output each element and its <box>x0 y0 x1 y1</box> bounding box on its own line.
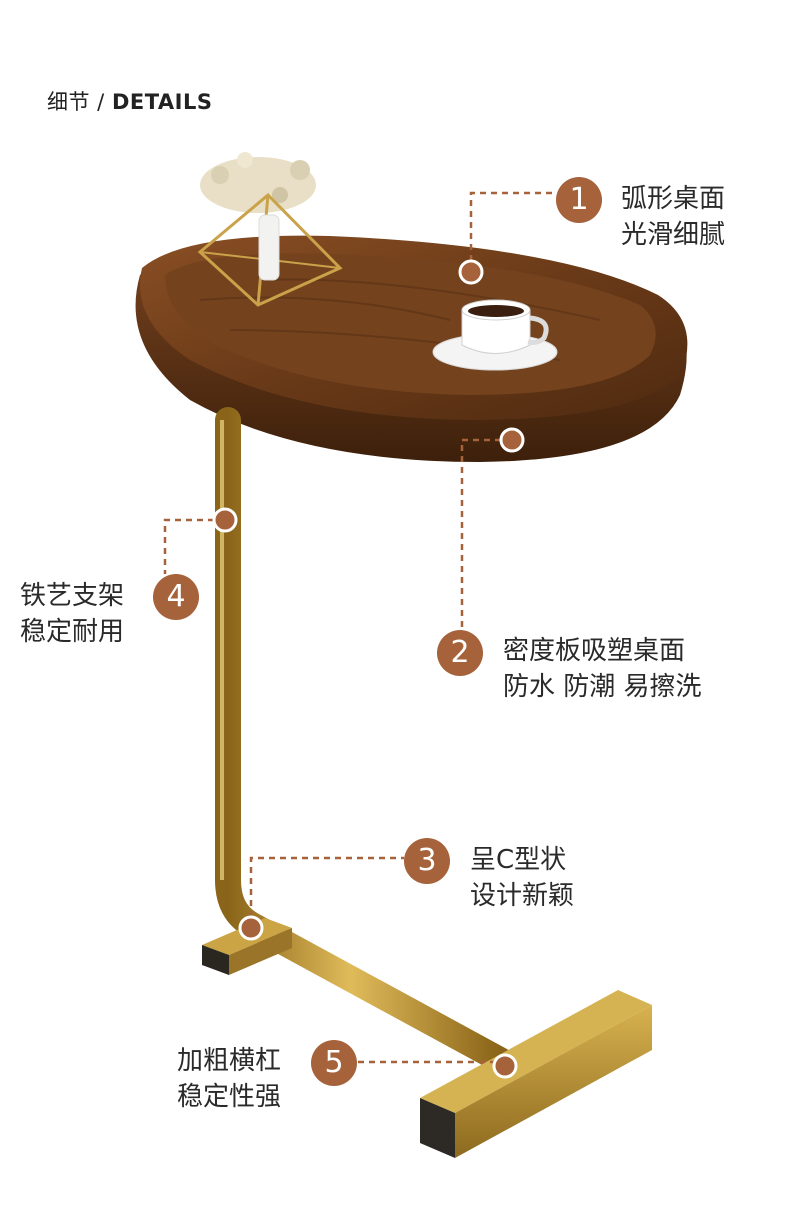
callout-badge-5: 5 <box>311 1040 357 1086</box>
callout-1-line1: 弧形桌面 <box>621 184 726 214</box>
callout-4-line1: 铁艺支架 <box>20 581 125 611</box>
page-title: 细节 / DETAILS <box>47 86 212 116</box>
callout-label-3: 呈C型状 设计新颖 <box>470 842 574 914</box>
vase-decoration <box>197 152 343 307</box>
callout-label-2: 密度板吸塑桌面 防水 防潮 易擦洗 <box>503 633 702 705</box>
c-frame <box>215 407 513 1073</box>
callout-label-1: 弧形桌面 光滑细腻 <box>621 181 725 253</box>
callout-label-5: 加粗横杠 稳定性强 <box>177 1043 281 1115</box>
front-cross-bar <box>420 990 652 1158</box>
callout-5-line1: 加粗横杠 <box>177 1046 282 1076</box>
callout-1-line2: 光滑细腻 <box>621 220 726 250</box>
callout-badge-1: 1 <box>556 177 602 223</box>
callout-badge-3: 3 <box>404 838 450 884</box>
callout-2-line2: 防水 防潮 易擦洗 <box>503 672 702 702</box>
callout-badge-2: 2 <box>437 630 483 676</box>
callout-badge-4: 4 <box>153 574 199 620</box>
callout-4-line2: 稳定耐用 <box>20 617 125 647</box>
callout-5-line2: 稳定性强 <box>177 1082 282 1112</box>
callout-2-line1: 密度板吸塑桌面 <box>503 636 686 666</box>
coffee-cup <box>432 299 558 371</box>
marker-dots <box>212 259 525 1079</box>
callout-lines <box>163 191 556 1064</box>
title-cn: 细节 <box>47 90 90 114</box>
callout-3-line1: 呈C型状 <box>470 845 567 875</box>
callout-label-4: 铁艺支架 稳定耐用 <box>20 578 124 650</box>
callout-3-line2: 设计新颖 <box>470 881 575 911</box>
title-sep: / <box>90 90 112 114</box>
title-en: DETAILS <box>111 90 213 114</box>
